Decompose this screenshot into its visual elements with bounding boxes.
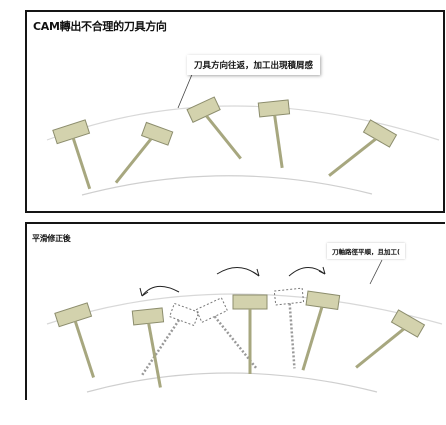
ghost-tool-3 <box>195 297 258 370</box>
tool-4 <box>257 99 291 169</box>
rotation-arrow-2-head <box>252 268 260 277</box>
rotation-arrow-2 <box>216 267 260 277</box>
tool-3 <box>232 294 268 374</box>
cam-output-diagram <box>46 71 440 196</box>
tool-4 <box>301 290 341 371</box>
ghost-tool-4 <box>273 287 305 369</box>
tool-5 <box>328 119 398 177</box>
tool-1 <box>52 119 92 190</box>
tool-3 <box>186 96 242 160</box>
ghost-tool-2 <box>140 302 200 377</box>
tool-1 <box>54 302 95 378</box>
rotation-arrow-1 <box>141 285 180 297</box>
workpiece-lower-curve <box>86 372 378 393</box>
smoothed-diagram <box>46 259 443 393</box>
panel-title-cam-output: CAM轉出不合理的刀具方向 <box>33 20 167 33</box>
workpiece-upper-curve <box>46 293 443 325</box>
tool-2 <box>114 121 174 184</box>
tool-2 <box>131 307 165 388</box>
rotation-arrow-1-head <box>139 287 149 297</box>
annotation-leader-line <box>369 259 383 285</box>
panel-cam-output: CAM轉出不合理的刀具方向 刀具方向往 <box>25 10 445 213</box>
rotation-arrow-3-head <box>318 266 326 275</box>
panel-title-smoothed: 平滑修正後 <box>32 234 71 243</box>
annotation-leader-line <box>177 71 194 109</box>
panel-smoothed: 平滑修正後 <box>25 222 445 400</box>
annotation-smooth-path: 刀軸路徑平順，且加工( <box>327 243 405 259</box>
workpiece-upper-curve <box>46 105 440 141</box>
tool-5 <box>355 309 426 369</box>
workpiece-lower-curve <box>81 175 373 196</box>
annotation-oscillation: 刀具方向往返，加工出現積屑感 <box>187 55 321 75</box>
